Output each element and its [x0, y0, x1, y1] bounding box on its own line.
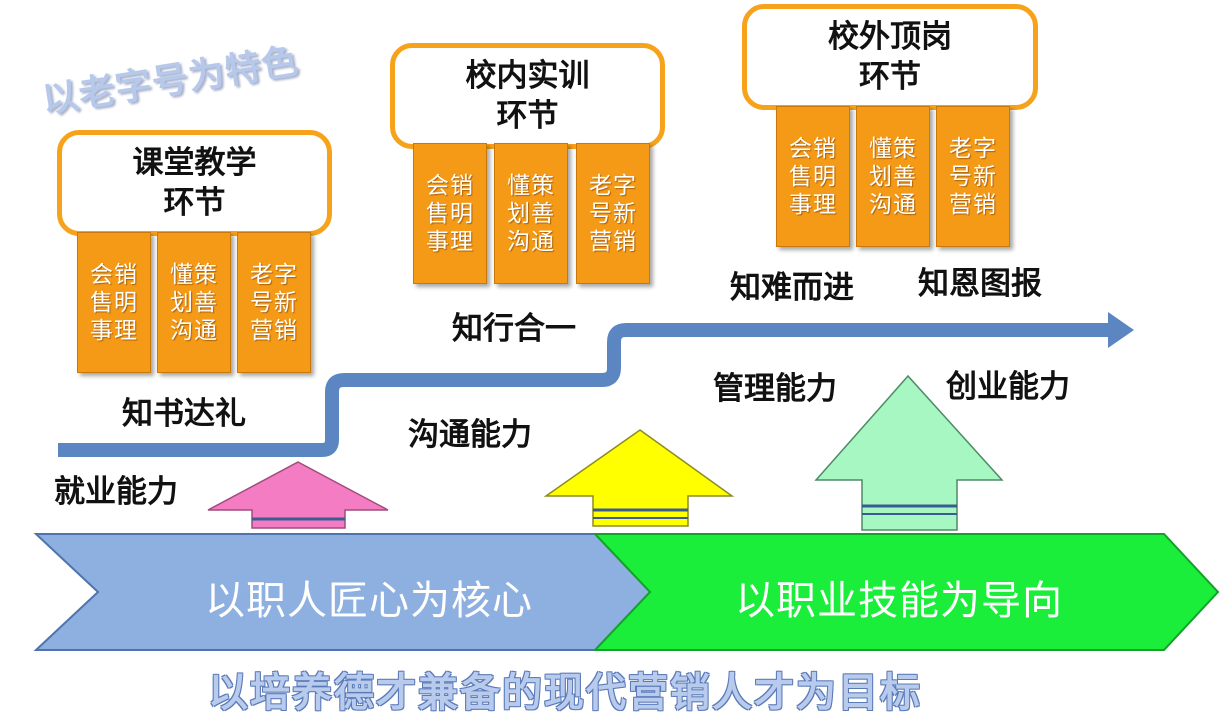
stage-campus-card-2: 懂策 划善 沟通	[494, 143, 568, 284]
up-arrow-yellow	[543, 429, 735, 527]
stage-offcampus-card-1: 会销 售明 事理	[776, 106, 850, 247]
growth-path-arrowhead	[1108, 312, 1134, 348]
stage-offcampus-card-3: 老字 号新 营销	[936, 106, 1010, 247]
stage-campus-card-1: 会销 售明 事理	[413, 143, 487, 284]
banner-right-shape	[592, 533, 1220, 651]
banner-left-text: 以职人匠心为核心	[205, 578, 533, 624]
ability-management: 管理能力	[713, 371, 837, 407]
stage-offcampus-motto-1: 知难而进	[730, 270, 854, 306]
banner-right-text: 以职业技能为导向	[735, 578, 1063, 624]
goal-statement: 以培养德才兼备的现代营销人才为目标	[208, 670, 922, 716]
up-arrow-pink	[207, 461, 389, 529]
up-arrow-mint	[814, 374, 1004, 531]
ability-entrepreneurship: 创业能力	[946, 369, 1070, 405]
stage-classroom-motto: 知书达礼	[122, 396, 246, 432]
stage-campus-motto: 知行合一	[452, 311, 576, 347]
stage-classroom-card-3: 老字 号新 营销	[237, 232, 311, 373]
stage-classroom-card-1: 会销 售明 事理	[77, 232, 151, 373]
stage-classroom-title: 课堂教学 环节	[57, 130, 332, 236]
stage-offcampus-title: 校外顶岗 环节	[742, 4, 1038, 110]
stage-offcampus-card-2: 懂策 划善 沟通	[856, 106, 930, 247]
ability-communication: 沟通能力	[408, 417, 532, 453]
stage-offcampus-motto-2: 知恩图报	[918, 266, 1042, 302]
growth-path-line	[58, 323, 1112, 457]
stage-classroom-card-2: 懂策 划善 沟通	[157, 232, 231, 373]
ability-employment: 就业能力	[54, 474, 178, 510]
stage-campus-title: 校内实训 环节	[390, 43, 665, 149]
stage-campus-card-3: 老字 号新 营销	[576, 143, 650, 284]
